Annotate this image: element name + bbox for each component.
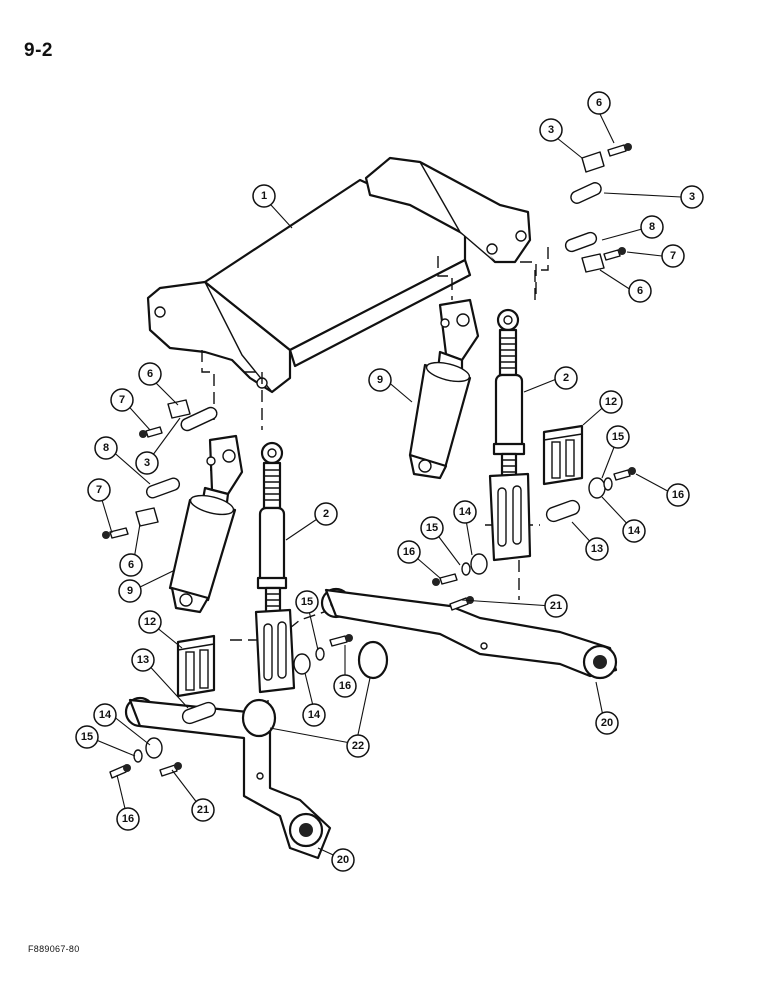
callout-6: 6 [628,279,652,303]
svg-text:16: 16 [672,489,684,501]
svg-text:13: 13 [591,543,603,555]
svg-text:6: 6 [128,559,134,571]
svg-text:14: 14 [628,525,641,537]
svg-text:12: 12 [144,616,156,628]
svg-text:14: 14 [99,709,112,721]
clip-right-part [542,424,584,486]
svg-text:22: 22 [352,740,364,752]
callout-13: 13 [585,537,609,561]
svg-text:8: 8 [103,442,109,454]
svg-text:16: 16 [339,680,351,692]
callout-8: 8 [94,436,118,460]
svg-text:12: 12 [605,396,617,408]
svg-text:7: 7 [96,484,102,496]
callout-6: 3 [539,118,563,142]
callout-21: 21 [191,798,215,822]
callout-2: 2 [314,502,338,526]
svg-text:15: 15 [612,431,624,443]
svg-text:1: 1 [261,190,267,202]
callout-13: 13 [131,648,155,672]
svg-text:6: 6 [147,368,153,380]
adjustable-link-left-part [254,441,296,694]
bolt-parts [102,143,636,779]
callout-6: 6 [119,553,143,577]
callout-14: 14 [622,519,646,543]
svg-text:14: 14 [459,506,472,518]
svg-text:8: 8 [649,221,655,233]
cross-beam-part [146,156,532,394]
svg-text:16: 16 [403,546,415,558]
cap-part [241,640,389,738]
callout-14: 14 [453,500,477,524]
svg-text:20: 20 [601,717,613,729]
svg-text:20: 20 [337,854,349,866]
lower-link-left-part [124,696,332,860]
bracket-parts [135,151,605,527]
washer-parts [133,477,613,763]
svg-text:6: 6 [596,97,602,109]
callout-16: 16 [666,483,690,507]
svg-text:21: 21 [197,804,209,816]
callout-16: 16 [116,807,140,831]
callout-9: 9 [368,368,392,392]
svg-text:21: 21 [550,600,562,612]
callout-7: 7 [661,244,685,268]
svg-text:3: 3 [144,457,150,469]
svg-text:3: 3 [548,124,554,136]
svg-text:14: 14 [308,709,321,721]
callout-12: 12 [138,610,162,634]
callout-16: 16 [333,674,357,698]
callout-12: 12 [599,390,623,414]
callout-2: 2 [554,366,578,390]
callout-15: 15 [606,425,630,449]
callout-16: 16 [397,540,421,564]
svg-text:2: 2 [563,372,569,384]
svg-text:9: 9 [127,585,133,597]
callout-20: 20 [595,711,619,735]
callout-22: 22 [346,734,370,758]
callout-15: 15 [75,725,99,749]
clip-left-part [176,634,216,698]
callout-3: 3 [135,451,159,475]
callout-15: 15 [295,590,319,614]
svg-text:7: 7 [119,394,125,406]
lower-link-right-part [320,587,618,680]
callout-20: 20 [331,848,355,872]
callout-3: 3 [680,185,704,209]
callout-1: 1 [252,184,276,208]
adjustable-link-right-part [488,308,532,562]
callout-9: 9 [118,579,142,603]
callout-7: 7 [87,478,111,502]
callout-15: 15 [420,516,444,540]
svg-text:7: 7 [670,250,676,262]
svg-text:2: 2 [323,508,329,520]
callout-6: 6 [138,362,162,386]
callout-7: 7 [110,388,134,412]
svg-text:15: 15 [301,596,313,608]
pin-parts [145,182,602,725]
cylinder-left-part [168,434,244,614]
svg-text:15: 15 [81,731,93,743]
callout-14: 14 [302,703,326,727]
svg-text:15: 15 [426,522,438,534]
page-number: 9-2 [24,40,53,61]
callout-21: 21 [544,594,568,618]
svg-text:16: 16 [122,813,134,825]
svg-text:6: 6 [637,285,643,297]
svg-text:3: 3 [689,191,695,203]
callout-14: 14 [93,703,117,727]
svg-text:13: 13 [137,654,149,666]
callout-8: 8 [640,215,664,239]
cylinder-right-part [408,298,480,480]
figure-code: F889067-80 [28,944,80,954]
svg-text:9: 9 [377,374,383,386]
callout-7: 6 [587,91,611,115]
